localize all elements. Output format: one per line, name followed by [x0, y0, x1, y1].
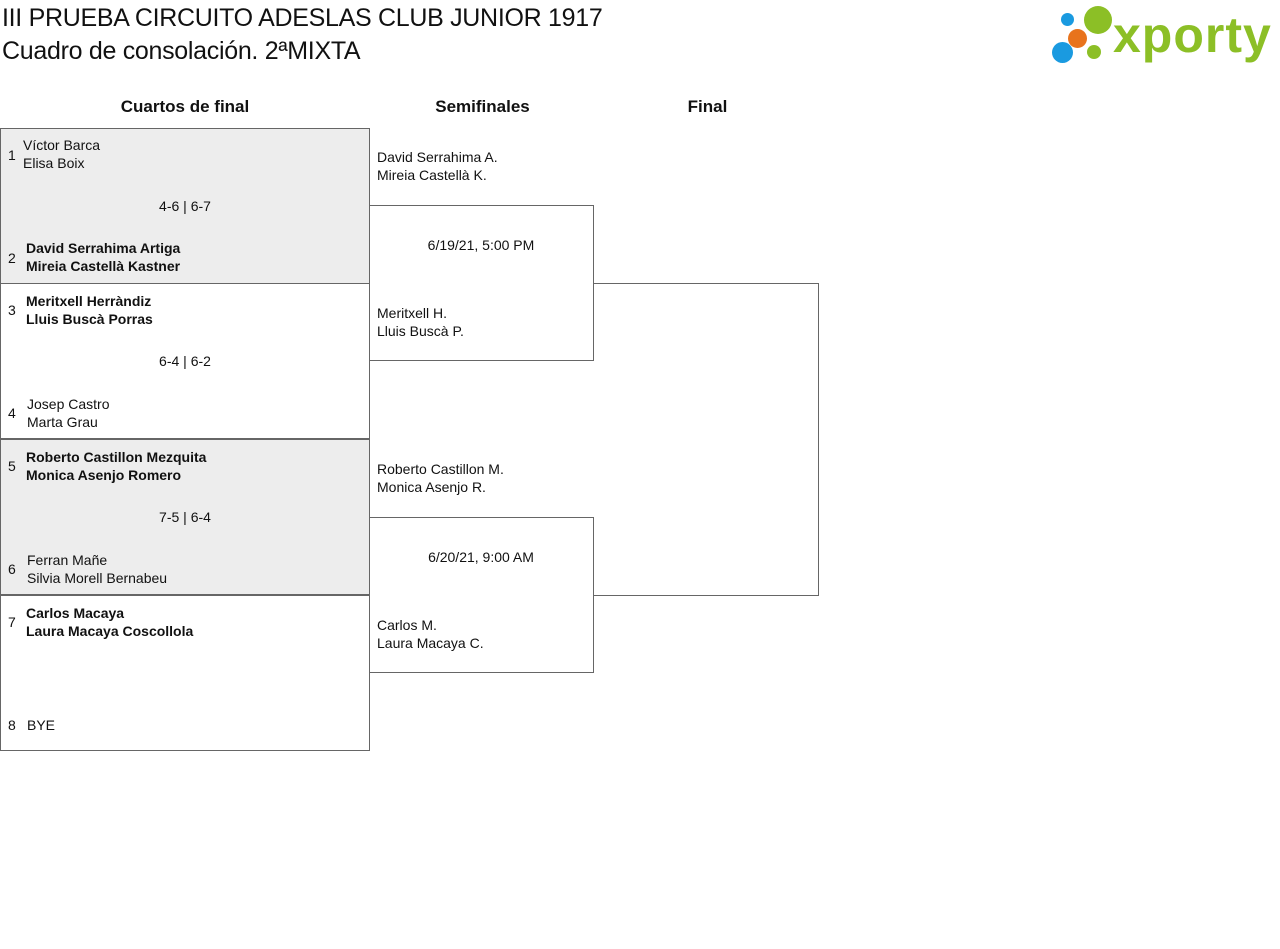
- logo-dot-blue-large-icon: [1052, 42, 1073, 63]
- semifinal-2-team-bottom[interactable]: Carlos M. Laura Macaya C.: [377, 616, 484, 652]
- team-entry-winner[interactable]: David Serrahima Artiga Mireia Castellà K…: [26, 239, 180, 275]
- player-name: Monica Asenjo Romero: [26, 467, 182, 483]
- semifinal-1-team-top[interactable]: David Serrahima A. Mireia Castellà K.: [377, 148, 498, 184]
- match-score: 4-6 | 6-7: [159, 198, 211, 214]
- seed-number: 6: [8, 561, 16, 577]
- team-entry-bye[interactable]: BYE: [27, 716, 55, 734]
- logo-dot-blue-small-icon: [1061, 13, 1074, 26]
- quarterfinal-match-4[interactable]: 7 Carlos Macaya Laura Macaya Coscollola …: [0, 595, 370, 751]
- semifinal-match-2[interactable]: 6/20/21, 9:00 AM: [369, 517, 594, 673]
- player-name: Mireia Castellà Kastner: [26, 258, 181, 274]
- player-name: Víctor Barca: [23, 137, 101, 153]
- player-name: Marta Grau: [27, 414, 98, 430]
- seed-number: 3: [8, 302, 16, 318]
- team-entry-winner[interactable]: Carlos Macaya Laura Macaya Coscollola: [26, 604, 193, 640]
- match-date: 6/19/21, 5:00 PM: [427, 237, 535, 253]
- draw-subtitle: Cuadro de consolación. 2ªMIXTA: [2, 37, 361, 65]
- player-name: Laura Macaya Coscollola: [26, 623, 194, 639]
- player-name: Laura Macaya C.: [377, 635, 484, 651]
- round-header-semifinals: Semifinales: [435, 97, 530, 116]
- player-name: Meritxell Herràndiz: [26, 293, 152, 309]
- player-name: Mireia Castellà K.: [377, 167, 487, 183]
- tournament-title: III PRUEBA CIRCUITO ADESLAS CLUB JUNIOR …: [2, 4, 603, 32]
- logo-dot-green-small-icon: [1087, 45, 1101, 59]
- seed-number: 8: [8, 717, 16, 733]
- xporty-logo[interactable]: xporty: [1050, 4, 1276, 66]
- player-name: Elisa Boix: [23, 155, 85, 171]
- seed-number: 4: [8, 405, 16, 421]
- player-name: Silvia Morell Bernabeu: [27, 570, 168, 586]
- team-entry-winner[interactable]: Roberto Castillon Mezquita Monica Asenjo…: [26, 448, 206, 484]
- semifinal-2-team-top[interactable]: Roberto Castillon M. Monica Asenjo R.: [377, 460, 504, 496]
- logo-dot-green-icon: [1084, 6, 1112, 34]
- player-name: BYE: [27, 717, 56, 733]
- match-score: 6-4 | 6-2: [159, 353, 211, 369]
- player-name: Carlos Macaya: [26, 605, 125, 621]
- player-name: Roberto Castillon M.: [377, 461, 504, 477]
- quarterfinal-match-2[interactable]: 3 Meritxell Herràndiz Lluis Buscà Porras…: [0, 283, 370, 439]
- seed-number: 1: [8, 147, 16, 163]
- player-name: Josep Castro: [27, 396, 110, 412]
- seed-number: 7: [8, 614, 16, 630]
- team-entry[interactable]: Ferran Mañe Silvia Morell Bernabeu: [27, 551, 167, 587]
- player-name: Meritxell H.: [377, 305, 448, 321]
- team-entry-winner[interactable]: Meritxell Herràndiz Lluis Buscà Porras: [26, 292, 153, 328]
- player-name: Carlos M.: [377, 617, 437, 633]
- seed-number: 2: [8, 250, 16, 266]
- final-match[interactable]: [594, 283, 819, 596]
- match-score: 7-5 | 6-4: [159, 509, 211, 525]
- team-entry[interactable]: Víctor Barca Elisa Boix: [23, 136, 100, 172]
- player-name: Ferran Mañe: [27, 552, 108, 568]
- quarterfinal-match-3[interactable]: 5 Roberto Castillon Mezquita Monica Asen…: [0, 439, 370, 595]
- seed-number: 5: [8, 458, 16, 474]
- player-name: Roberto Castillon Mezquita: [26, 449, 207, 465]
- player-name: Monica Asenjo R.: [377, 479, 486, 495]
- team-entry[interactable]: Josep Castro Marta Grau: [27, 395, 109, 431]
- logo-dot-orange-icon: [1068, 29, 1087, 48]
- semifinal-1-team-bottom[interactable]: Meritxell H. Lluis Buscà P.: [377, 304, 464, 340]
- semifinal-match-1[interactable]: 6/19/21, 5:00 PM: [369, 205, 594, 361]
- player-name: Lluis Buscà Porras: [26, 311, 153, 327]
- player-name: David Serrahima Artiga: [26, 240, 181, 256]
- round-header-final: Final: [687, 97, 728, 116]
- match-date: 6/20/21, 9:00 AM: [428, 549, 534, 565]
- logo-wordmark: xporty: [1113, 7, 1272, 63]
- quarterfinal-match-1[interactable]: 1 Víctor Barca Elisa Boix 4-6 | 6-7 2 Da…: [0, 128, 370, 284]
- player-name: Lluis Buscà P.: [377, 323, 464, 339]
- round-header-quarterfinals: Cuartos de final: [120, 97, 250, 116]
- player-name: David Serrahima A.: [377, 149, 498, 165]
